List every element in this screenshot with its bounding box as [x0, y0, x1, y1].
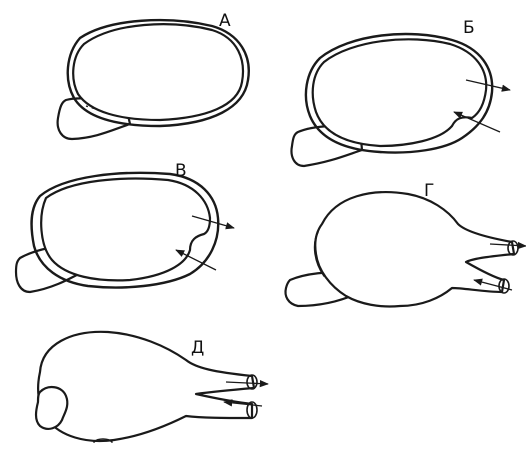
panel-g-label: Г: [424, 181, 434, 201]
panel-d-body: [38, 332, 254, 441]
panel-d-label: Д: [191, 338, 204, 358]
panel-b: Б: [292, 18, 511, 166]
panel-b-label: Б: [463, 18, 475, 38]
panel-a: А: [58, 11, 249, 139]
panel-g: Г: [286, 181, 526, 307]
panel-v-inner-body: [41, 179, 210, 281]
panel-a-inner-body: [73, 24, 243, 120]
panel-d: Д: [36, 332, 268, 442]
panel-g-body: [315, 192, 514, 306]
panel-v-label: В: [175, 161, 187, 181]
panel-b-inner-body: [313, 39, 486, 146]
panel-v: В: [16, 161, 234, 292]
panel-a-label: А: [219, 11, 231, 31]
